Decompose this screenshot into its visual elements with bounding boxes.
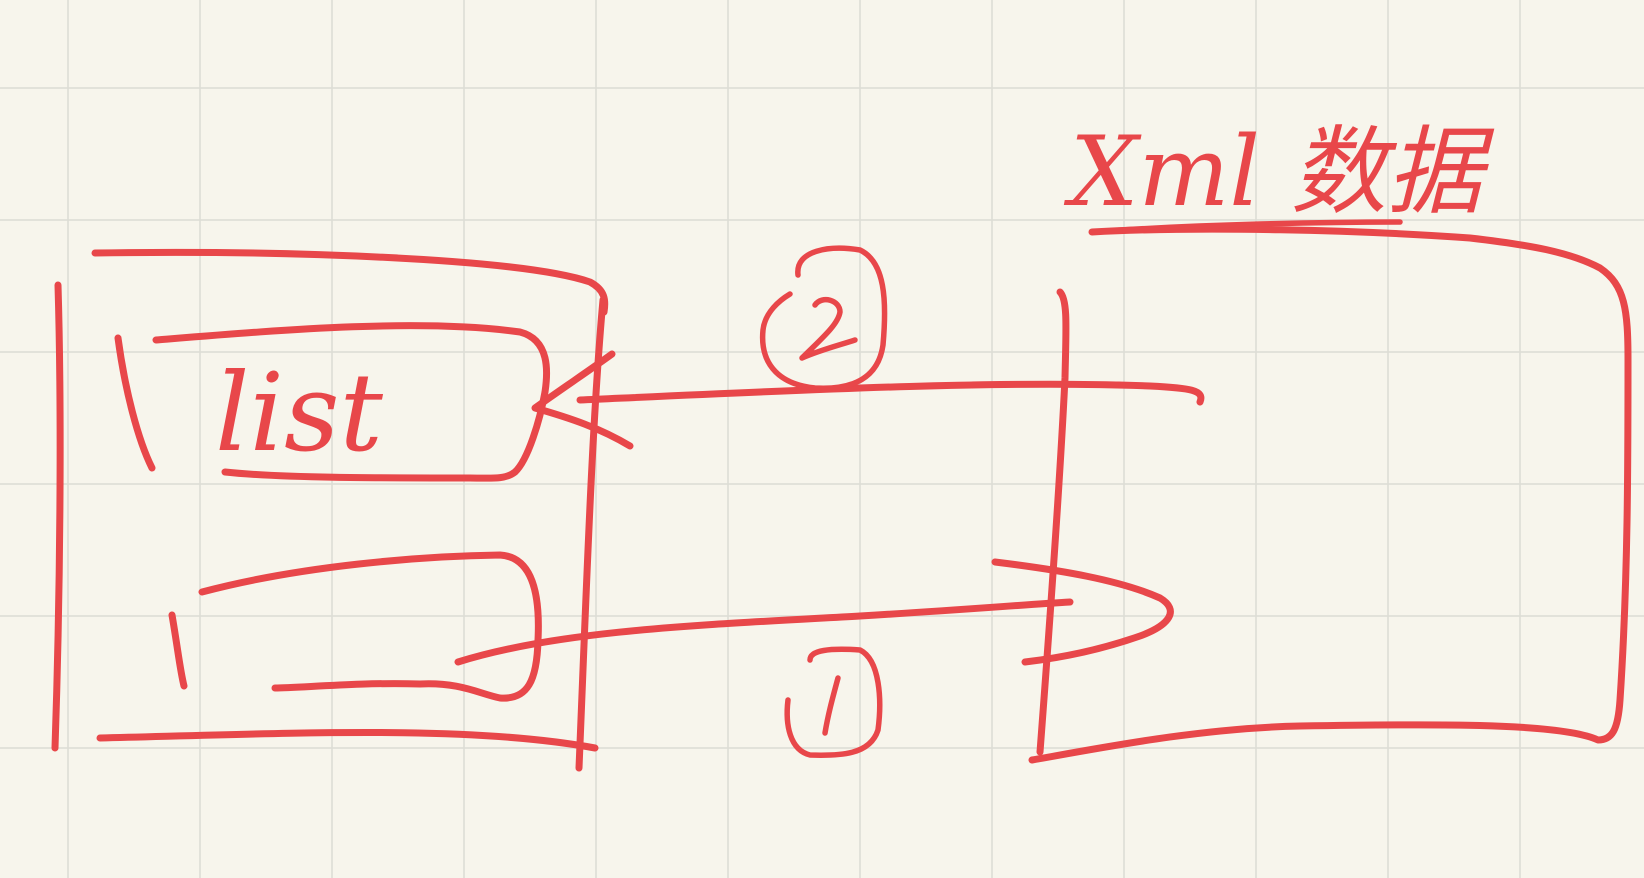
- arrow-step-1: 1: [454, 558, 1174, 758]
- xml-data-label: Xml 数据: [1063, 116, 1495, 228]
- list-label: list: [215, 351, 384, 476]
- xml-data-container: Xml 数据: [1028, 116, 1632, 764]
- lower-box: [168, 551, 542, 702]
- arrow-step-2: 2: [531, 245, 1205, 450]
- left-container: [51, 248, 609, 772]
- list-box: list: [114, 322, 551, 482]
